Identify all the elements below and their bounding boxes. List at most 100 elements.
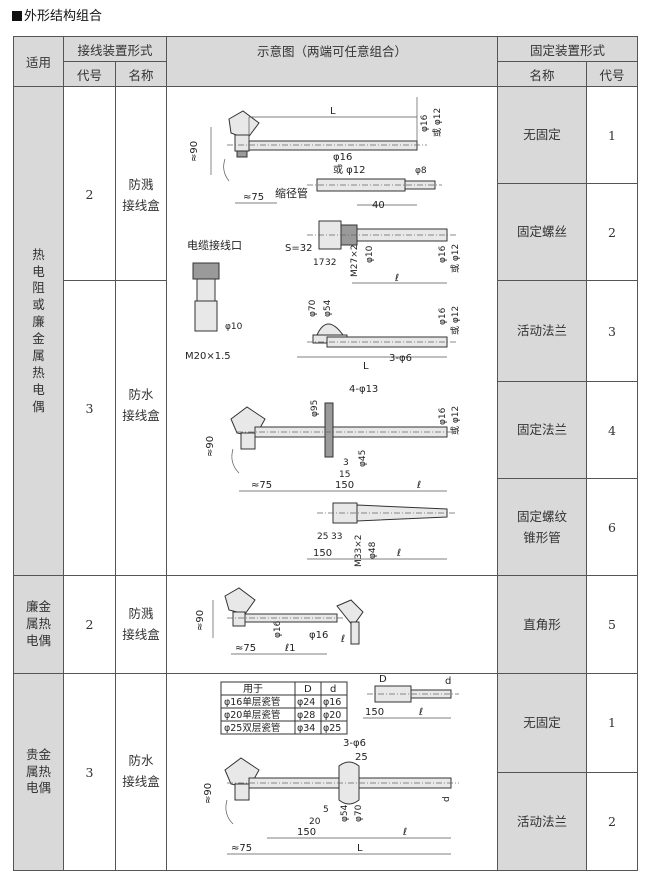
svg-text:或 φ12: 或 φ12 xyxy=(449,244,461,273)
svg-text:4-φ13: 4-φ13 xyxy=(349,384,378,395)
svg-text:≈90: ≈90 xyxy=(189,141,200,162)
svg-text:φ16: φ16 xyxy=(438,407,448,425)
svg-text:≈75: ≈75 xyxy=(235,643,256,654)
fix-code: 2 xyxy=(586,771,639,871)
diagram-cell-2: ≈90 φ16 φ16 ℓ ≈75 ℓ1 xyxy=(166,575,499,674)
svg-text:φ16: φ16 xyxy=(438,245,448,263)
fix-name-no-fixing: 无固定 xyxy=(497,673,588,773)
svg-text:≈90: ≈90 xyxy=(205,436,216,457)
svg-text:M33×2: M33×2 xyxy=(354,535,364,567)
svg-text:或 φ12: 或 φ12 xyxy=(431,108,443,137)
svg-text:φ10: φ10 xyxy=(365,245,375,263)
fix-code: 6 xyxy=(586,478,639,576)
fix-code: 4 xyxy=(586,381,639,479)
assembly-noble-waterproof: 3-φ6 25 ≈90 5 20 φ54 φ70 d 150 ℓ ≈75 L xyxy=(203,738,460,855)
taper-tube-part: 25 33 M33×2 φ48 150 ℓ xyxy=(307,502,458,567)
fixed-thread-part: S=32 17 32 M27×2 φ10 ℓ φ16 或 φ12 xyxy=(285,220,461,284)
svg-text:40: 40 xyxy=(372,200,385,211)
apply-cell-noble-metal: 贵金属热电偶 xyxy=(13,673,64,871)
square-bullet-icon xyxy=(12,11,22,21)
svg-text:φ34: φ34 xyxy=(297,723,315,734)
svg-text:φ16: φ16 xyxy=(420,114,430,132)
svg-text:25: 25 xyxy=(355,752,368,763)
svg-text:φ45: φ45 xyxy=(358,450,368,467)
fix-code: 5 xyxy=(586,575,639,674)
svg-text:电缆接线口: 电缆接线口 xyxy=(187,238,242,252)
svg-text:L: L xyxy=(357,843,363,854)
svg-text:33: 33 xyxy=(331,532,342,542)
svg-text:或 φ12: 或 φ12 xyxy=(449,406,461,435)
svg-text:φ20单层瓷管: φ20单层瓷管 xyxy=(224,709,280,721)
cable-port: 电缆接线口 φ10 M20×1.5 xyxy=(185,238,243,362)
svg-text:ℓ: ℓ xyxy=(419,707,423,718)
section-title-text: 外形结构组合 xyxy=(24,9,103,24)
svg-text:3: 3 xyxy=(343,458,349,468)
apply-cell-base-metal: 廉金属热电偶 xyxy=(13,575,64,674)
svg-text:φ25双层瓷管: φ25双层瓷管 xyxy=(224,722,280,734)
svg-text:20: 20 xyxy=(309,817,321,827)
svg-text:5: 5 xyxy=(323,805,329,815)
assembly-splash-head: L ≈90 ≈75 φ16 或 φ12 xyxy=(189,97,443,204)
fix-name-right-angle: 直角形 xyxy=(497,575,588,674)
svg-text:D: D xyxy=(304,684,312,695)
svg-text:φ54: φ54 xyxy=(340,804,350,822)
diagram-1: L ≈90 ≈75 φ16 或 φ12 φ16 或 φ12 φ8 缩径管 xyxy=(185,97,461,567)
svg-text:d: d xyxy=(442,796,452,802)
fix-code: 2 xyxy=(586,183,639,281)
svg-text:M27×2: M27×2 xyxy=(350,245,360,277)
svg-text:D: D xyxy=(379,674,387,685)
svg-text:32: 32 xyxy=(325,258,336,268)
wiring-name: 防水接线盒 xyxy=(114,280,168,576)
wiring-code: 3 xyxy=(63,673,116,871)
size-table: 用于 D d φ16单层瓷管 φ24 φ16 φ20单层瓷管 φ28 φ20 φ… xyxy=(220,681,348,735)
svg-text:ℓ1: ℓ1 xyxy=(285,643,296,654)
header-diagram: 示意图（两端可任意组合） xyxy=(166,36,499,87)
svg-text:缩径管: 缩径管 xyxy=(275,186,308,200)
svg-text:φ16: φ16 xyxy=(323,697,341,708)
svg-text:φ16: φ16 xyxy=(438,307,448,325)
svg-text:φ8: φ8 xyxy=(415,166,427,176)
wiring-name: 防水接线盒 xyxy=(114,673,168,871)
fix-name-no-fixing: 无固定 xyxy=(497,86,588,184)
svg-text:≈90: ≈90 xyxy=(195,610,206,631)
ceramic-tube-end: D d 150 ℓ xyxy=(363,674,460,719)
diagram-cell-3: 用于 D d φ16单层瓷管 φ24 φ16 φ20单层瓷管 φ28 φ20 φ… xyxy=(166,673,499,871)
svg-text:150: 150 xyxy=(297,827,316,838)
diagram-2: ≈90 φ16 φ16 ℓ ≈75 ℓ1 xyxy=(195,587,364,655)
svg-text:ℓ: ℓ xyxy=(341,634,345,645)
header-fixing: 固定装置形式 xyxy=(497,36,639,62)
header-fix-name: 名称 xyxy=(497,61,588,87)
svg-text:用于: 用于 xyxy=(243,684,263,695)
svg-text:φ16单层瓷管: φ16单层瓷管 xyxy=(224,696,280,708)
svg-text:15: 15 xyxy=(339,470,350,480)
wiring-code: 2 xyxy=(63,86,116,281)
svg-text:φ70: φ70 xyxy=(354,804,364,822)
spec-table: 适用 接线装置形式 示意图（两端可任意组合） 固定装置形式 代号 名称 名称 代… xyxy=(13,36,639,871)
svg-text:150: 150 xyxy=(313,548,332,559)
apply-cell-rtd: 热电阻或廉金属热电偶 xyxy=(13,86,64,576)
section-title: 外形结构组合 xyxy=(12,6,102,28)
svg-text:17: 17 xyxy=(313,258,324,268)
svg-text:φ70: φ70 xyxy=(308,299,318,317)
svg-text:3-φ6: 3-φ6 xyxy=(343,738,366,749)
svg-text:φ24: φ24 xyxy=(297,697,315,708)
svg-text:L: L xyxy=(330,106,336,117)
header-name: 名称 xyxy=(114,61,168,87)
svg-text:L: L xyxy=(363,361,369,372)
svg-text:φ20: φ20 xyxy=(323,710,341,721)
fix-code: 3 xyxy=(586,280,639,382)
svg-text:d: d xyxy=(330,684,336,695)
svg-text:φ28: φ28 xyxy=(297,710,315,721)
fix-name-movable-flange: 活动法兰 xyxy=(497,771,588,871)
svg-text:ℓ: ℓ xyxy=(395,273,399,284)
svg-text:φ16: φ16 xyxy=(309,630,328,641)
svg-text:φ95: φ95 xyxy=(310,400,320,417)
header-wiring: 接线装置形式 xyxy=(62,36,168,62)
svg-text:≈75: ≈75 xyxy=(251,480,272,491)
reducer-tube: φ16 或 φ12 φ8 缩径管 40 xyxy=(275,152,443,211)
svg-text:150: 150 xyxy=(365,707,384,718)
diagram-cell-1: L ≈90 ≈75 φ16 或 φ12 φ16 或 φ12 φ8 缩径管 xyxy=(166,86,499,576)
wiring-name: 防溅接线盒 xyxy=(114,575,168,674)
svg-text:φ16: φ16 xyxy=(333,152,352,163)
header-fix-code: 代号 xyxy=(586,61,639,87)
